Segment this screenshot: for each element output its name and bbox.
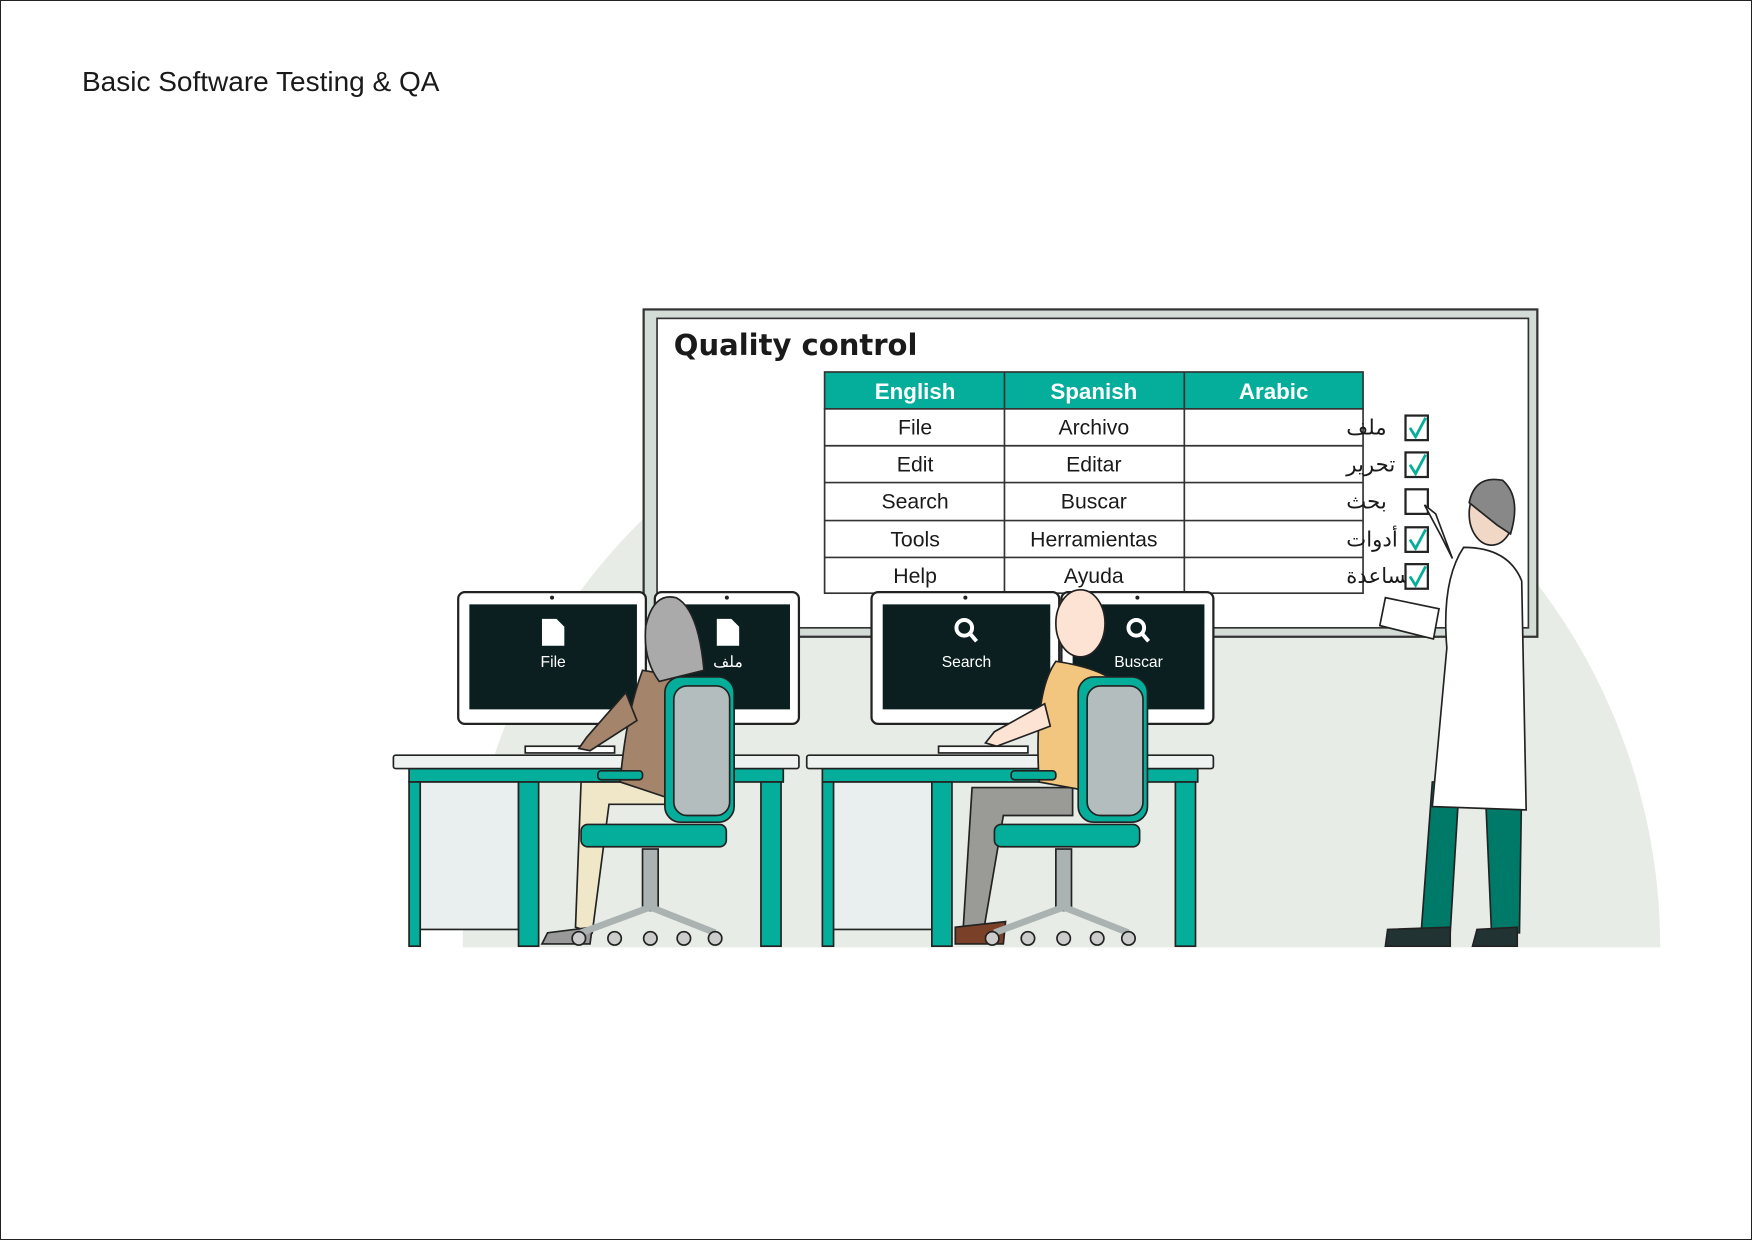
translation-table: English Spanish Arabic File Archivo ملف Edi… (823, 371, 1429, 595)
screen-label: ملف (713, 654, 743, 671)
cell-english: Tools (890, 528, 940, 551)
checkmark-icon (1408, 417, 1427, 440)
file-icon (716, 618, 740, 646)
checkbox[interactable] (1404, 488, 1429, 515)
header-english: English (875, 379, 956, 404)
cell-spanish: Ayuda (1064, 565, 1124, 588)
cell-english: Edit (897, 453, 934, 476)
monitor: File (457, 590, 647, 726)
table-row: Edit Editar تحرير (897, 451, 1429, 479)
table-row: File Archivo ملف (898, 414, 1429, 442)
screen-label: Search (942, 654, 992, 671)
monitor: Search (870, 590, 1061, 726)
office-chair (984, 676, 1149, 946)
seated-woman (540, 596, 705, 945)
cell-arabic: بحث (1346, 489, 1386, 514)
cell-english: Search (881, 490, 948, 513)
cell-spanish: Editar (1066, 453, 1121, 476)
cell-spanish: Archivo (1058, 417, 1129, 440)
clipboard (1378, 596, 1441, 641)
cell-english: Help (893, 565, 937, 588)
screen-label: Buscar (1114, 654, 1163, 671)
checkbox[interactable] (1404, 414, 1429, 442)
checkmark-icon (1408, 454, 1427, 477)
checkbox[interactable] (1404, 563, 1429, 590)
checkmark-icon (1408, 528, 1427, 552)
board-title: Quality control (674, 328, 918, 362)
search-icon (954, 618, 979, 643)
page-title: Basic Software Testing & QA (82, 66, 440, 97)
checkbox[interactable] (1404, 451, 1429, 479)
cell-spanish: Buscar (1061, 490, 1127, 513)
cell-arabic: تحرير (1345, 452, 1395, 477)
keyboard (937, 745, 1029, 754)
checkbox[interactable] (1404, 526, 1429, 553)
cell-spanish: Herramientas (1030, 528, 1157, 551)
header-arabic: Arabic (1239, 379, 1309, 404)
table-row: Search Buscar بحث (881, 488, 1429, 515)
table-row: Tools Herramientas أدوات (890, 525, 1429, 553)
file-icon (541, 618, 565, 646)
standing-tester (1378, 478, 1528, 948)
keyboard (524, 745, 616, 754)
office-chair (571, 676, 735, 946)
checkmark-icon (1408, 565, 1427, 589)
cell-arabic: أدوات (1346, 525, 1397, 552)
search-icon (1126, 618, 1151, 643)
screen-label: File (541, 654, 566, 671)
cell-english: File (898, 417, 932, 440)
cell-arabic: ملف (1346, 416, 1386, 441)
header-spanish: Spanish (1050, 379, 1137, 404)
